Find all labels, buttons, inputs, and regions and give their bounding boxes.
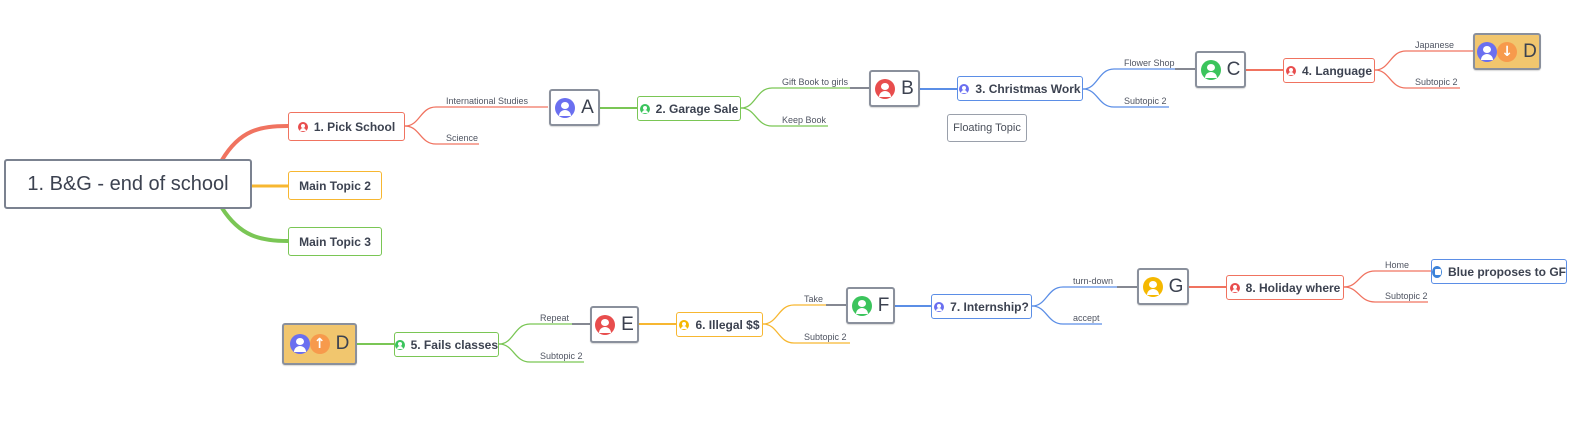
topic-garage-sale[interactable]: 2. Garage Sale — [637, 96, 741, 121]
connector-central-main3 — [220, 206, 289, 243]
topic-fails-classes[interactable]: 5. Fails classes — [394, 332, 499, 357]
topic-internship[interactable]: 7. Internship? — [931, 294, 1032, 319]
letter-node-a[interactable]: A — [549, 89, 600, 126]
subtopic-accept[interactable]: accept — [1073, 313, 1100, 323]
topic-label: 2. Garage Sale — [655, 101, 739, 116]
central-topic-label: 1. B&G - end of school — [27, 172, 229, 195]
letter-node-e[interactable]: E — [590, 306, 639, 343]
person-icon — [851, 295, 872, 316]
central-topic[interactable]: 1. B&G - end of school — [4, 159, 252, 209]
topic-label: 5. Fails classes — [410, 337, 498, 352]
arrow-down-icon: ↓ — [1497, 41, 1518, 62]
letter-node-b[interactable]: B — [869, 70, 920, 107]
floating-topic[interactable]: Floating Topic — [947, 114, 1027, 142]
subtopic-japanese[interactable]: Japanese — [1415, 40, 1455, 50]
topic-label: Main Topic 3 — [299, 234, 371, 249]
subtopic-2-illegal[interactable]: Subtopic 2 — [804, 332, 847, 342]
person-icon — [934, 301, 945, 312]
topic-label: 6. Illegal $$ — [695, 317, 760, 332]
person-icon — [1285, 65, 1296, 76]
topic-pick-school[interactable]: 1. Pick School — [288, 112, 405, 141]
letter-node-f[interactable]: F — [846, 287, 895, 324]
person-icon — [1229, 282, 1240, 293]
letter-label: D — [335, 333, 350, 354]
subtopic-take[interactable]: Take — [804, 294, 824, 304]
topic-main-3[interactable]: Main Topic 3 — [288, 227, 382, 256]
topic-label: Blue proposes to GF — [1447, 264, 1566, 279]
person-icon — [297, 121, 308, 132]
letter-label: D — [1523, 40, 1537, 62]
topic-label: 1. Pick School — [313, 119, 396, 134]
topic-christmas-work[interactable]: 3. Christmas Work — [957, 76, 1083, 101]
letter-node-d-bottom[interactable]: ↑ D — [282, 323, 357, 365]
letter-node-c[interactable]: C — [1195, 51, 1246, 88]
letter-node-d-top[interactable]: ↓ D — [1473, 33, 1541, 70]
person-icon — [1477, 41, 1498, 62]
arrow-up-icon: ↑ — [309, 334, 330, 354]
subtopic-2-fails[interactable]: Subtopic 2 — [540, 351, 583, 361]
person-icon — [959, 83, 970, 94]
person-icon — [679, 319, 690, 330]
topic-blue-proposes[interactable]: Blue proposes to GF — [1431, 259, 1567, 284]
badge-icon — [1432, 265, 1442, 278]
letter-label: G — [1168, 275, 1184, 297]
topic-label: 8. Holiday where — [1245, 280, 1341, 295]
person-icon — [639, 103, 650, 114]
topic-main-2[interactable]: Main Topic 2 — [288, 171, 382, 200]
topic-illegal[interactable]: 6. Illegal $$ — [676, 312, 763, 337]
subtopic-repeat[interactable]: Repeat — [540, 313, 570, 323]
subtopic-international-studies[interactable]: International Studies — [446, 96, 529, 106]
letter-label: A — [581, 96, 594, 118]
topic-label: Main Topic 2 — [299, 178, 371, 193]
connector-central-pick — [220, 124, 289, 162]
subtopic-science[interactable]: Science — [446, 133, 479, 143]
topic-language[interactable]: 4. Language — [1283, 58, 1375, 83]
subtopic-flower-shop[interactable]: Flower Shop — [1124, 58, 1175, 68]
letter-node-g[interactable]: G — [1137, 268, 1189, 305]
person-icon — [1200, 59, 1221, 80]
subtopic-2-language[interactable]: Subtopic 2 — [1415, 77, 1458, 87]
subtopic-turn-down[interactable]: turn-down — [1073, 276, 1114, 286]
letter-label: B — [901, 77, 914, 99]
topic-label: 3. Christmas Work — [975, 81, 1081, 96]
subtopic-keep-book[interactable]: Keep Book — [782, 115, 827, 125]
topic-holiday[interactable]: 8. Holiday where — [1226, 275, 1344, 300]
person-icon — [395, 339, 405, 350]
letter-label: C — [1226, 58, 1241, 80]
subtopic-2-holiday[interactable]: Subtopic 2 — [1385, 291, 1428, 301]
person-icon — [1142, 276, 1163, 297]
subtopic-home[interactable]: Home — [1385, 260, 1410, 270]
letter-label: E — [621, 313, 634, 335]
topic-label: 7. Internship? — [950, 299, 1029, 314]
subtopic-gift-book[interactable]: Gift Book to girls — [782, 77, 849, 87]
floating-topic-label: Floating Topic — [953, 122, 1021, 134]
topic-label: 4. Language — [1301, 63, 1372, 78]
person-icon — [595, 314, 616, 335]
letter-label: F — [877, 294, 890, 316]
person-icon — [289, 334, 310, 354]
person-icon — [555, 97, 576, 118]
subtopic-2-christmas[interactable]: Subtopic 2 — [1124, 96, 1167, 106]
person-icon — [875, 78, 896, 99]
